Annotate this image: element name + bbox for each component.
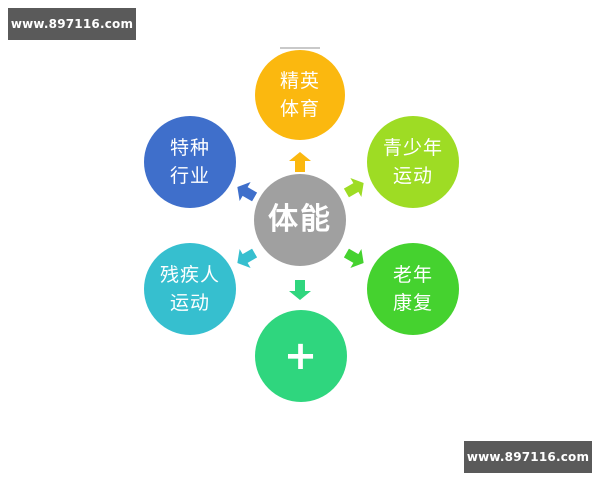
node-label-line2: 体育	[279, 98, 320, 120]
node-special-industry: 特种 行业	[144, 116, 236, 208]
arrow-down-left-icon	[237, 248, 258, 269]
node-disabled-sports: 残疾人 运动	[144, 243, 236, 335]
plus-icon: +	[283, 333, 319, 379]
watermark-bottom-right: www.897116.com	[464, 441, 592, 473]
node-plus: +	[255, 310, 347, 402]
node-elderly-rehab: 老年 康复	[367, 243, 459, 335]
arrow-down-icon	[289, 280, 311, 300]
node-youth-sports: 青少年 运动	[367, 116, 459, 208]
arrow-up-left-icon	[237, 181, 258, 202]
node-label-line1: 特种	[169, 137, 210, 159]
arrow-down-right-icon	[343, 248, 364, 269]
node-label-line1: 青少年	[382, 137, 443, 159]
node-label-line2: 康复	[392, 292, 433, 314]
node-label-line2: 行业	[169, 165, 210, 187]
node-label-line1: 精英	[279, 70, 320, 92]
center-label: 体能	[268, 202, 332, 237]
center-node-fitness: 体能	[254, 174, 346, 266]
watermark-top-left: www.897116.com	[8, 8, 136, 40]
node-elite-sports: 精英 体育	[255, 50, 345, 140]
arrow-up-icon	[289, 152, 311, 172]
node-label-line2: 运动	[169, 292, 210, 314]
arrow-up-right-icon	[343, 177, 364, 198]
top-divider-line	[280, 47, 320, 49]
node-label-line2: 运动	[392, 165, 433, 187]
node-label-line1: 残疾人	[159, 264, 220, 286]
node-label-line1: 老年	[392, 264, 433, 286]
